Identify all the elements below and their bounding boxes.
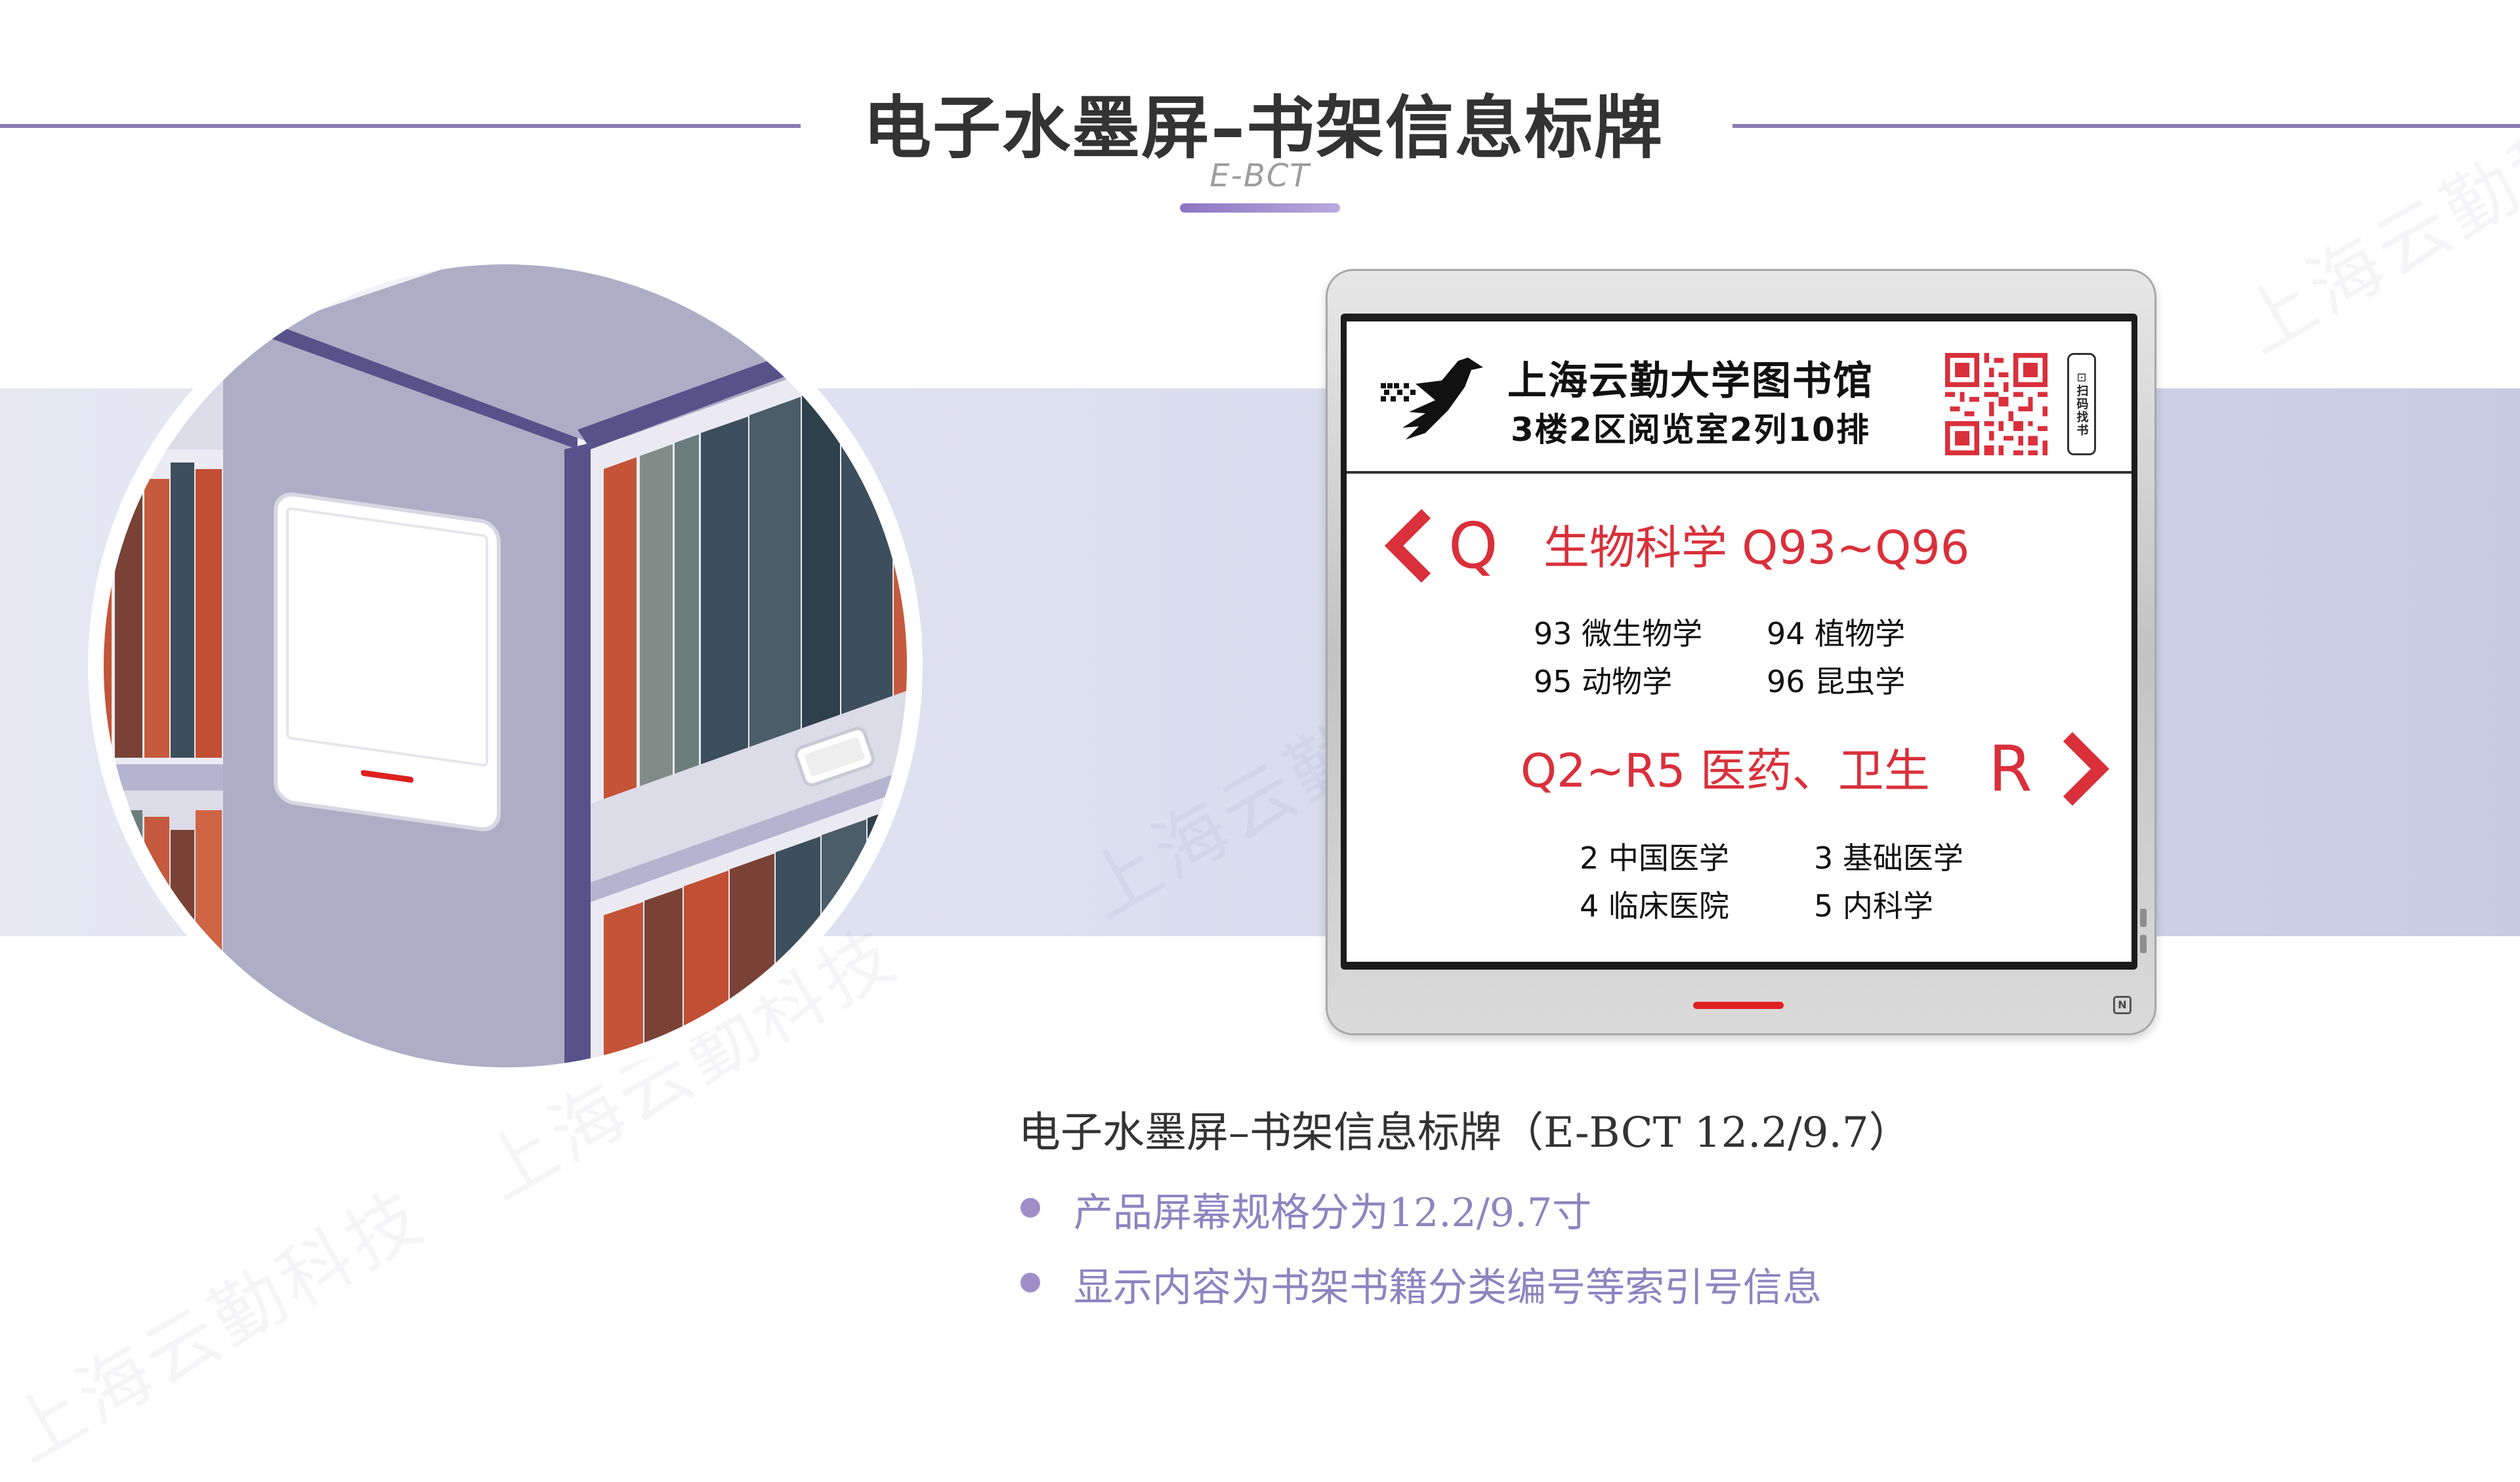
section-left-letter: Q [1448,509,1498,583]
list-item: 94 植物学 [1767,616,1906,651]
subtitle-underline [1180,203,1340,213]
nfc-icon: N [2113,996,2132,1014]
bullet-dot [1020,1198,1040,1218]
list-item: 96 昆虫学 [1767,664,1906,699]
side-button [2140,909,2147,927]
library-logo-icon [1381,358,1483,440]
bullet-text: 产品屏幕规格分为12.2/9.7寸 [1074,1190,1592,1236]
library-name: 上海云勤大学图书馆 [1507,358,1874,404]
status-led [1693,1002,1784,1009]
scan-icon: ⊡ [2076,371,2087,384]
section-right-letter: R [1988,732,2032,806]
list-item: 93 微生物学 [1534,616,1703,651]
watermark: 上海云勤科技 [2227,64,2520,370]
chevron-right-icon [2063,731,2110,806]
shelf-location: 3楼2区阅览室2列10排 [1511,411,1870,449]
title-rule-left [0,124,801,128]
product-caption-title: 电子水墨屏–书架信息标牌（E-BCT 12.2/9.7） [1018,1109,1911,1157]
qr-code-icon[interactable] [1945,353,2048,455]
side-button [2140,935,2147,953]
list-item: 95 动物学 [1534,664,1673,699]
title-rule-right [1732,124,2520,128]
list-item: 3 基础医学 [1814,840,1964,876]
section-right-title: Q2~R5 医药、卫生 [1521,744,1930,798]
bullet-dot [1020,1273,1040,1292]
list-item: 4 临床医院 [1580,888,1729,924]
list-item: 2 中国医学 [1580,840,1729,876]
page-title: 电子水墨屏–书架信息标牌 [862,88,1664,168]
section-left-title: 生物科学 Q93~Q96 [1544,521,1970,575]
bullet-text: 显示内容为书架书籍分类编号等索引号信息 [1074,1265,1822,1311]
chevron-left-icon [1384,508,1431,583]
list-item: 5 内科学 [1814,888,1933,924]
watermark: 上海云勤科技 [0,1173,440,1479]
page-subtitle: E-BCT [1209,157,1311,194]
e-ink-screen: 上海云勤大学图书馆 3楼2区阅览室2列10排 [1347,321,2132,962]
header-divider [1347,471,2132,474]
bookshelf-illustration [88,253,923,1083]
scan-to-find-label: ⊡ 扫码找书 [2067,353,2096,455]
